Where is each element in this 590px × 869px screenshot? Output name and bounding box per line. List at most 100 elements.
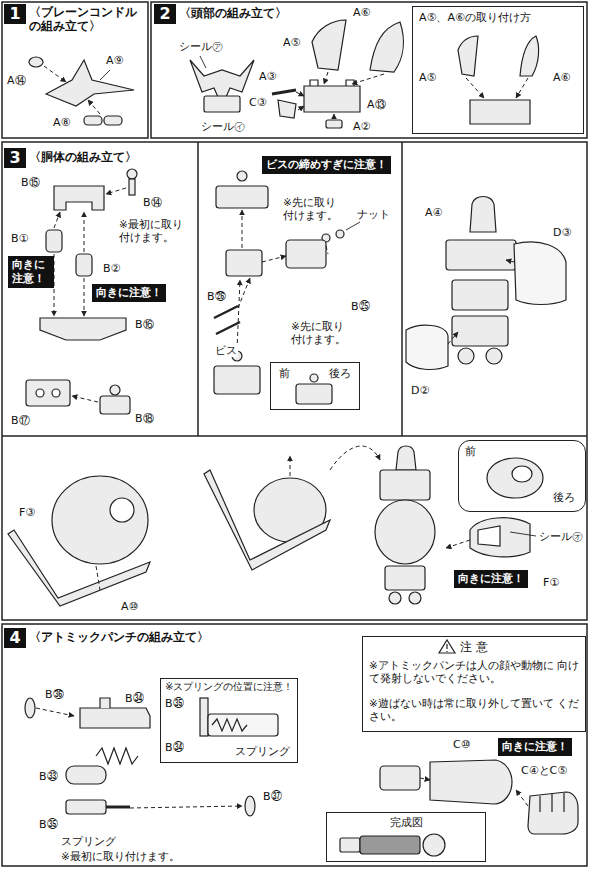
assembly-arrow (88, 100, 100, 114)
inset-box: A⑤、A⑥の取り付け方 A⑤ A⑥ (412, 6, 584, 134)
part-number: A⑩ (120, 600, 139, 613)
part-number: ビス (214, 344, 238, 357)
part-drawing (214, 306, 240, 334)
part-drawing (512, 466, 532, 482)
assembly-arrow (36, 66, 528, 808)
part-drawing (66, 766, 106, 784)
assembly-arrow (446, 540, 470, 548)
part-drawing (452, 316, 508, 346)
part-number: B㉕ (350, 300, 371, 313)
part-number: C④とC⑤ (520, 764, 568, 777)
panel-frame (2, 142, 587, 620)
panel-frame (2, 435, 587, 437)
part-drawing (54, 186, 104, 210)
part-drawing (100, 698, 110, 708)
part-drawing (208, 714, 278, 736)
assembly-arrow (324, 72, 328, 84)
part-drawing (214, 366, 260, 394)
part-drawing (26, 380, 70, 406)
part-drawing (470, 518, 530, 557)
box-text: A⑤ (419, 71, 436, 84)
assembly-arrow (516, 78, 528, 98)
section-title: 〈頭部の組み立て〉 (178, 6, 288, 20)
part-number: D② (410, 384, 430, 397)
tag-text: 3 (9, 149, 21, 167)
part-drawing (396, 446, 416, 470)
note-text: スプリング (60, 835, 117, 848)
part-drawing (487, 458, 543, 498)
part-drawing (470, 100, 530, 124)
part-drawing (528, 792, 578, 834)
tag-text: ビスの締めすぎに注意！ (266, 158, 387, 172)
assembly-arrow (106, 188, 126, 194)
part-drawing (370, 22, 403, 72)
step-number: 4 (4, 628, 26, 648)
inset-box: 前後ろ (270, 362, 360, 410)
part-drawing (8, 20, 578, 856)
box-text: 完成図 (387, 816, 426, 829)
part-number: A⑭ (6, 74, 27, 87)
assembly-arrow (242, 210, 243, 248)
part-number: A⑧ (52, 116, 71, 129)
part-drawing (212, 719, 247, 731)
part-drawing (272, 90, 296, 94)
part-number: F③ (18, 506, 36, 519)
tag-text: 1 (9, 5, 21, 23)
part-drawing (8, 530, 150, 606)
panel-frame (151, 2, 587, 138)
part-drawing (380, 470, 430, 500)
assembly-arrow (36, 708, 74, 716)
part-drawing (129, 179, 135, 195)
completed-view-box: 完成図 (326, 812, 486, 862)
section-title: 〈胴体の組み立て〉 (28, 150, 138, 164)
part-number: B② (102, 262, 121, 275)
part-number: A④ (424, 206, 443, 219)
part-drawing (540, 793, 564, 812)
part-number: A⑤ (282, 36, 301, 49)
assembly-arrow (466, 78, 484, 98)
part-number: B㉝ (38, 770, 59, 783)
part-drawing (304, 86, 360, 112)
part-drawing (486, 348, 502, 364)
part-drawing (25, 698, 35, 718)
part-number: F① (542, 576, 560, 589)
warning-tag: 向きに 注意！ (8, 256, 54, 288)
part-drawing (216, 186, 268, 208)
warning-tag: 向きに注意！ (498, 738, 572, 756)
tag-text: 向きに 注意！ (12, 258, 50, 286)
box-text: 後ろ (329, 367, 351, 380)
warning-tag: ビスの締めすぎに注意！ (262, 156, 391, 174)
part-number: D③ (552, 226, 572, 239)
step-number: 1 (4, 4, 26, 24)
assembly-arrow (290, 456, 291, 476)
assembly-arrow (352, 74, 384, 84)
part-drawing (204, 96, 240, 112)
box-text: A⑥ (553, 71, 570, 84)
part-drawing (520, 36, 539, 76)
part-number: B㉟ (38, 818, 59, 831)
part-drawing (200, 698, 208, 736)
assembly-arrow (84, 212, 85, 252)
assembly-arrow (326, 246, 328, 254)
part-drawing (452, 280, 508, 310)
panel-frame (401, 142, 403, 436)
part-drawing (380, 766, 420, 790)
part-drawing (52, 476, 148, 564)
part-drawing (29, 57, 43, 67)
assembly-arrow (296, 92, 304, 96)
part-drawing (310, 374, 318, 382)
part-number: シール㋔ (538, 530, 584, 543)
part-number: A⑬ (366, 98, 387, 111)
part-drawing (423, 834, 445, 856)
part-drawing (514, 242, 566, 304)
part-number: B㊲ (262, 790, 283, 803)
warning-tag: 向きに注意！ (92, 284, 166, 302)
assembly-arrow (44, 66, 66, 82)
part-drawing (326, 120, 342, 128)
note-text: ※先に取り 付けます。 (282, 196, 342, 221)
caution-box: 注 意※アトミックパンチは人の顔や動物に 向けて発射しないでください。※遊ばない… (362, 636, 586, 732)
box-text: A⑤、A⑥の取り付け方 (419, 11, 531, 24)
tag-text: 向きに注意！ (458, 572, 524, 586)
part-number: B㉖ (206, 290, 227, 303)
